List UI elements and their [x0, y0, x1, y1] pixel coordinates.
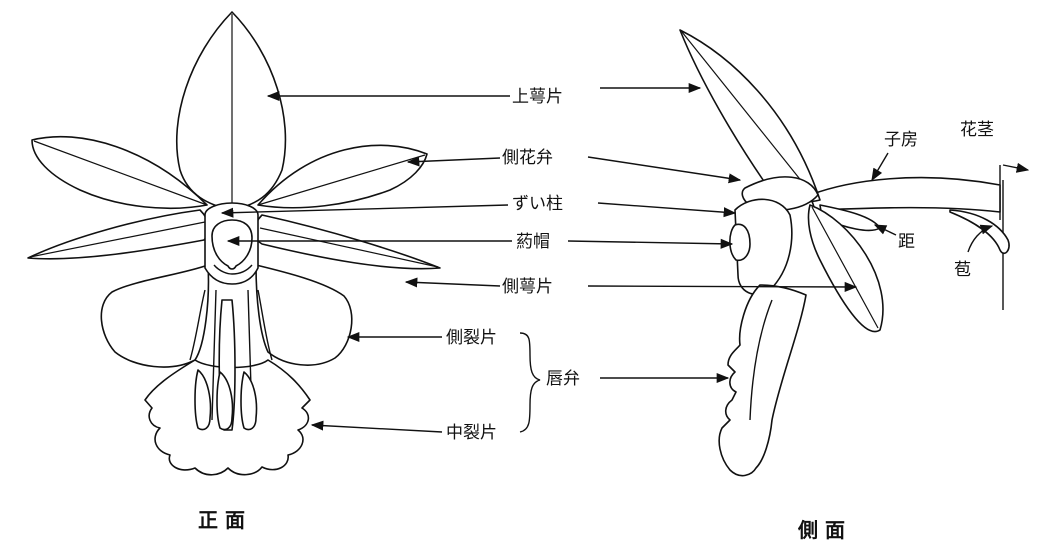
caption-front: 正 面: [198, 508, 245, 532]
front-upper-sepal: [177, 12, 286, 210]
label-upper-sepal: 上萼片: [512, 87, 563, 107]
label-spur: 距: [898, 232, 915, 252]
label-lateral-sepal: 側萼片: [502, 277, 553, 297]
side-labellum: [719, 285, 806, 476]
label-column: ずい柱: [512, 194, 563, 214]
front-lip-right-lobe: [256, 265, 352, 365]
side-anther-cap: [730, 224, 750, 260]
label-lateral-petal: 側花弁: [502, 148, 553, 168]
caption-side: 側 面: [797, 518, 845, 542]
label-labellum: 唇弁: [546, 369, 580, 389]
label-middle-lobe: 中裂片: [446, 423, 497, 443]
label-anther-cap: 葯帽: [516, 232, 550, 252]
label-stem: 花茎: [960, 120, 994, 140]
label-ovary: 子房: [884, 130, 918, 150]
label-bract: 苞: [954, 260, 971, 280]
front-view-flower: [28, 12, 440, 475]
front-right-lateral-sepal: [255, 215, 441, 269]
side-ovary: [810, 178, 1000, 212]
side-view-flower: [680, 30, 1009, 476]
label-lateral-lobe: 側裂片: [446, 328, 497, 348]
